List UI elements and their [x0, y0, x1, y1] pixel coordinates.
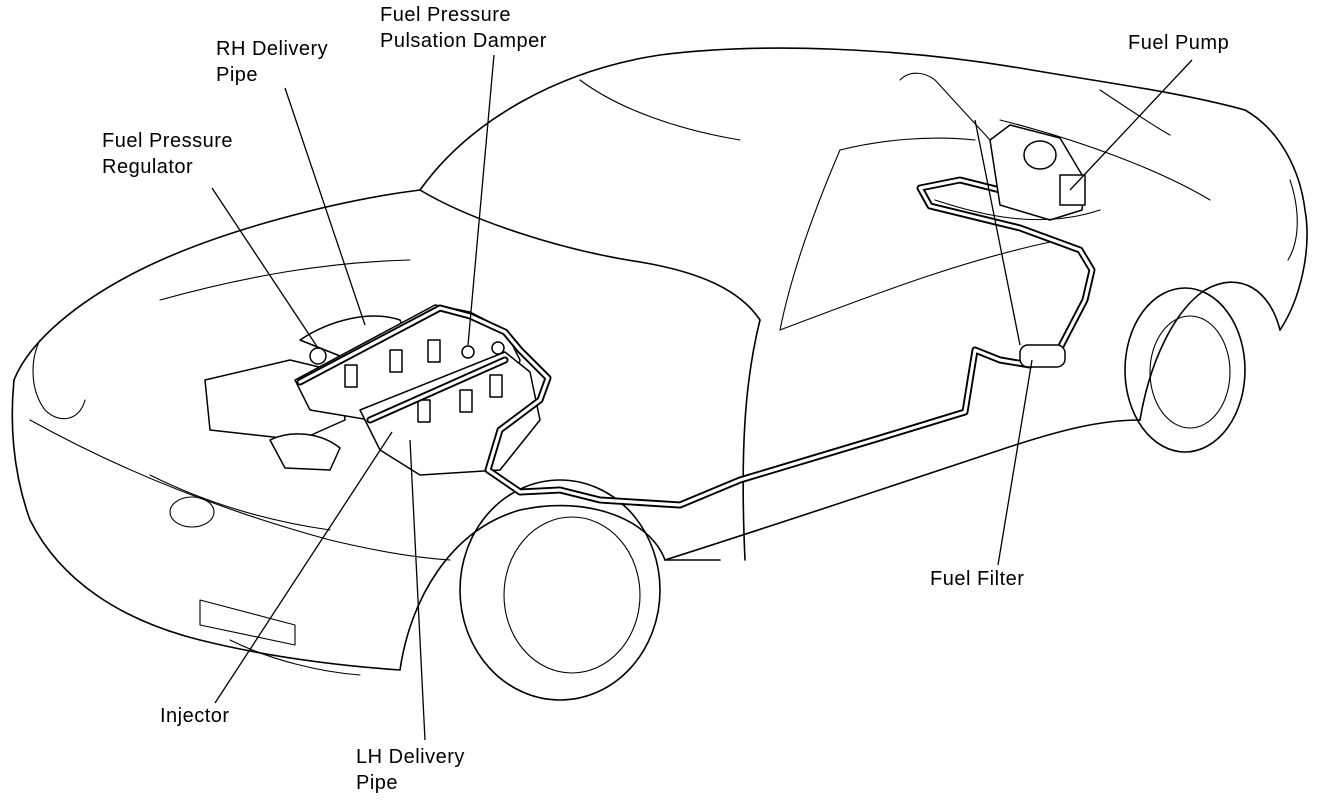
label-fuel-pressure-regulator: Fuel Pressure Regulator: [102, 130, 233, 178]
label-fuel-pressure-pulsation-damper: Fuel Pressure Pulsation Damper: [380, 4, 547, 52]
leader-fuel-filter: [997, 359, 1033, 566]
leader-rh-delivery-pipe: [284, 87, 366, 326]
engine-assembly: [204, 304, 541, 476]
fuel-tank-and-pump: [899, 72, 1101, 221]
fuel-lines: [296, 176, 1096, 509]
leader-lh-delivery-pipe: [409, 439, 426, 741]
leader-fuel-filter-tank: [974, 119, 1021, 346]
leader-pressure-regulator: [211, 187, 319, 349]
label-fuel-pump: Fuel Pump: [1128, 32, 1230, 54]
fuel-filter: [1019, 344, 1066, 368]
leader-injector: [214, 431, 393, 704]
leader-pulsation-damper: [467, 54, 495, 346]
label-injector: Injector: [160, 705, 230, 727]
label-fuel-filter: Fuel Filter: [930, 568, 1025, 590]
leader-lines: [211, 54, 1193, 741]
label-rh-delivery-pipe: RH Delivery Pipe: [216, 38, 329, 86]
car-body: [11, 47, 1308, 701]
leader-fuel-pump: [1069, 59, 1193, 191]
label-lh-delivery-pipe: LH Delivery Pipe: [356, 746, 465, 794]
